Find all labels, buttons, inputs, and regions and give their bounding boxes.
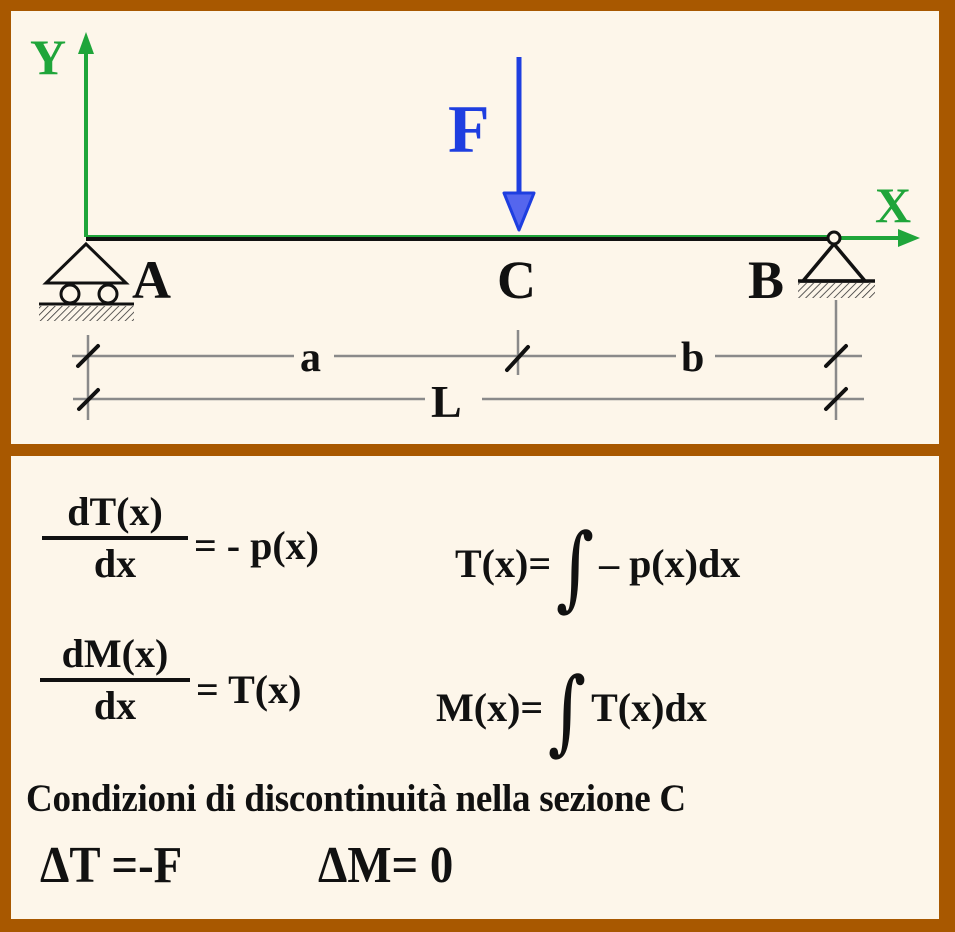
formula-lhs: T(x)= [455, 541, 552, 586]
point-a-label: A [132, 250, 171, 310]
fraction-bar [40, 678, 190, 682]
dim-b-label: b [681, 335, 704, 381]
y-axis-label: Y [30, 29, 66, 85]
moment-integral-formula: M(x)=∫T(x)dx [436, 666, 707, 758]
point-c-label: C [497, 250, 536, 310]
delta-moment-condition: ΔM= 0 [318, 837, 454, 894]
beam-diagram-panel [11, 11, 939, 444]
moment-derivative-rhs: = T(x) [196, 667, 302, 712]
formula-rhs: – p(x)dx [599, 541, 741, 586]
fraction-denominator: dx [93, 683, 137, 728]
fraction-numerator: dT(x) [67, 489, 163, 534]
x-axis-label: X [875, 177, 911, 233]
shear-derivative-rhs: = - p(x) [194, 523, 319, 568]
formulas-panel [11, 456, 939, 919]
dim-a-label: a [300, 335, 321, 381]
discontinuity-conditions-title: Condizioni di discontinuità nella sezion… [26, 777, 686, 820]
point-b-label: B [748, 250, 784, 310]
delta-shear-condition: ΔT =-F [40, 837, 183, 894]
roller-support-a [39, 241, 134, 321]
force-arrow [502, 57, 536, 232]
formula-rhs: T(x)dx [591, 685, 707, 730]
shear-derivative-fraction: dT(x) dx [42, 490, 188, 586]
fraction-bar [42, 536, 188, 540]
fraction-denominator: dx [93, 541, 137, 586]
pin-support-b [798, 230, 875, 298]
dim-total-label: L [431, 376, 462, 427]
y-axis-arrow [78, 32, 94, 237]
dimension-ticks [76, 344, 848, 411]
shear-integral-formula: T(x)=∫– p(x)dx [455, 522, 740, 614]
integral-sign-icon: ∫ [555, 514, 595, 621]
fraction-numerator: dM(x) [61, 631, 169, 676]
force-label: F [448, 91, 490, 167]
integral-sign-icon: ∫ [547, 658, 587, 765]
beam [86, 235, 830, 241]
moment-derivative-fraction: dM(x) dx [40, 632, 190, 728]
formula-lhs: M(x)= [436, 685, 544, 730]
dimension-lines [72, 300, 864, 420]
x-axis-arrow [840, 229, 920, 247]
